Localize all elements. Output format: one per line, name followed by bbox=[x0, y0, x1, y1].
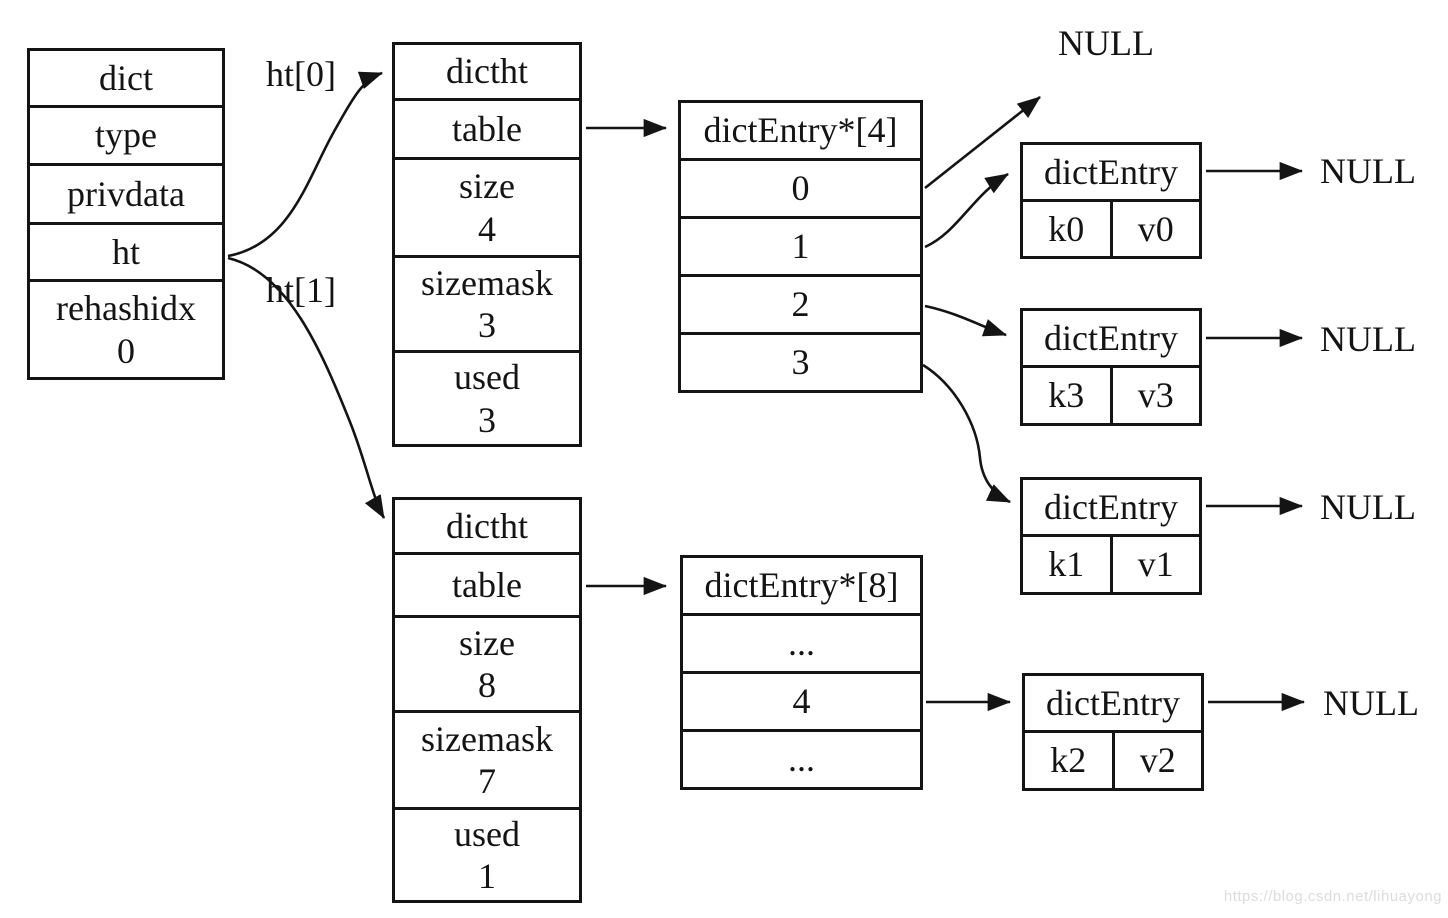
null-label-slot0: NULL bbox=[1058, 23, 1154, 63]
entry-k2-box: dictEntry k2 v2 bbox=[1022, 673, 1204, 791]
used-label: used bbox=[454, 357, 520, 398]
buckets1-box: dictEntry*[8] ... 4 ... bbox=[680, 555, 923, 790]
dict-struct-box: dict type privdata ht rehashidx 0 bbox=[27, 48, 225, 380]
buckets0-slot-3: 3 bbox=[681, 332, 920, 390]
entry-value: v2 bbox=[1111, 733, 1202, 788]
hashtable1-used-row: used 1 bbox=[395, 807, 579, 900]
entry-k0-title: dictEntry bbox=[1044, 151, 1178, 192]
sizemask-value: 3 bbox=[478, 305, 496, 345]
buckets1-slot-4: 4 bbox=[683, 671, 920, 729]
hashtable0-used-row: used 3 bbox=[395, 350, 579, 444]
buckets0-title: dictEntry*[4] bbox=[703, 110, 898, 151]
dict-row-type: type bbox=[30, 105, 222, 163]
arrow-ht0 bbox=[227, 71, 383, 258]
entry-value: v1 bbox=[1109, 537, 1200, 592]
entry-value: v3 bbox=[1109, 368, 1200, 423]
null-label-entry-k2: NULL bbox=[1323, 683, 1419, 723]
entry-k1-title: dictEntry bbox=[1044, 486, 1178, 527]
used-value: 3 bbox=[478, 399, 496, 440]
entry-k2-kv-row: k2 v2 bbox=[1025, 730, 1201, 788]
sizemask-label: sizemask bbox=[421, 718, 553, 759]
size-label: size bbox=[459, 622, 515, 663]
entry-key: k1 bbox=[1048, 544, 1085, 585]
used-value: 1 bbox=[478, 856, 496, 896]
entry-k3-title: dictEntry bbox=[1044, 317, 1178, 358]
used-label: used bbox=[454, 813, 520, 854]
size-value: 4 bbox=[478, 208, 496, 249]
size-value: 8 bbox=[478, 665, 496, 705]
entry-key: k3 bbox=[1048, 375, 1085, 416]
hashtable0-sizemask-row: sizemask 3 bbox=[395, 255, 579, 350]
rehashidx-label: rehashidx bbox=[56, 288, 196, 329]
entry-value: v0 bbox=[1109, 202, 1200, 256]
arrow-slot2-to-entry-k3 bbox=[924, 304, 1007, 337]
entry-key: k0 bbox=[1048, 208, 1085, 249]
ht1-pointer-label: ht[1] bbox=[266, 270, 336, 310]
arrow-slot1-to-entry-k0 bbox=[924, 172, 1009, 249]
buckets1-slot-ellipsis-top: ... bbox=[683, 613, 920, 671]
null-label-entry-k0: NULL bbox=[1320, 151, 1416, 191]
arrow-slot3-to-entry-k1 bbox=[922, 363, 1011, 504]
hashtable0-box: dictht table size 4 sizemask 3 used 3 bbox=[392, 42, 582, 447]
dict-row-title: dict bbox=[99, 57, 153, 98]
hashtable1-size-row: size 8 bbox=[395, 615, 579, 710]
sizemask-value: 7 bbox=[478, 761, 496, 801]
ht0-pointer-label: ht[0] bbox=[266, 54, 336, 94]
hashtable1-box: dictht table size 8 sizemask 7 used 1 bbox=[392, 497, 582, 903]
entry-k1-kv-row: k1 v1 bbox=[1023, 534, 1199, 592]
sizemask-label: sizemask bbox=[421, 262, 553, 303]
size-label: size bbox=[459, 166, 515, 207]
entry-k1-box: dictEntry k1 v1 bbox=[1020, 477, 1202, 595]
arrow-slot0-to-null bbox=[924, 95, 1041, 190]
entry-k3-kv-row: k3 v3 bbox=[1023, 365, 1199, 423]
buckets0-slot-1: 1 bbox=[681, 216, 920, 274]
dict-row-privdata: privdata bbox=[30, 163, 222, 222]
hashtable0-size-row: size 4 bbox=[395, 157, 579, 255]
entry-k2-title: dictEntry bbox=[1046, 682, 1180, 723]
arrow-ht1 bbox=[227, 256, 386, 519]
buckets0-slot-2: 2 bbox=[681, 274, 920, 332]
watermark-url: https://blog.csdn.net/lihuayong bbox=[1223, 888, 1442, 905]
buckets0-slot-0: 0 bbox=[681, 158, 920, 216]
hashtable1-title: dictht bbox=[446, 505, 528, 546]
entry-k3-box: dictEntry k3 v3 bbox=[1020, 308, 1202, 426]
hashtable0-table-row: table bbox=[395, 98, 579, 157]
dict-row-ht: ht bbox=[30, 222, 222, 279]
null-label-entry-k3: NULL bbox=[1320, 319, 1416, 359]
buckets1-slot-ellipsis-bottom: ... bbox=[683, 729, 920, 787]
hashtable0-title: dictht bbox=[446, 51, 528, 92]
null-label-entry-k1: NULL bbox=[1320, 487, 1416, 527]
entry-key: k2 bbox=[1050, 740, 1087, 781]
buckets1-title: dictEntry*[8] bbox=[704, 565, 899, 606]
entry-k0-kv-row: k0 v0 bbox=[1023, 199, 1199, 256]
hashtable1-table-row: table bbox=[395, 552, 579, 615]
buckets0-box: dictEntry*[4] 0 1 2 3 bbox=[678, 100, 923, 393]
rehashidx-value: 0 bbox=[117, 330, 135, 371]
dict-row-rehashidx: rehashidx 0 bbox=[30, 279, 222, 377]
hashtable1-sizemask-row: sizemask 7 bbox=[395, 710, 579, 807]
entry-k0-box: dictEntry k0 v0 bbox=[1020, 142, 1202, 259]
